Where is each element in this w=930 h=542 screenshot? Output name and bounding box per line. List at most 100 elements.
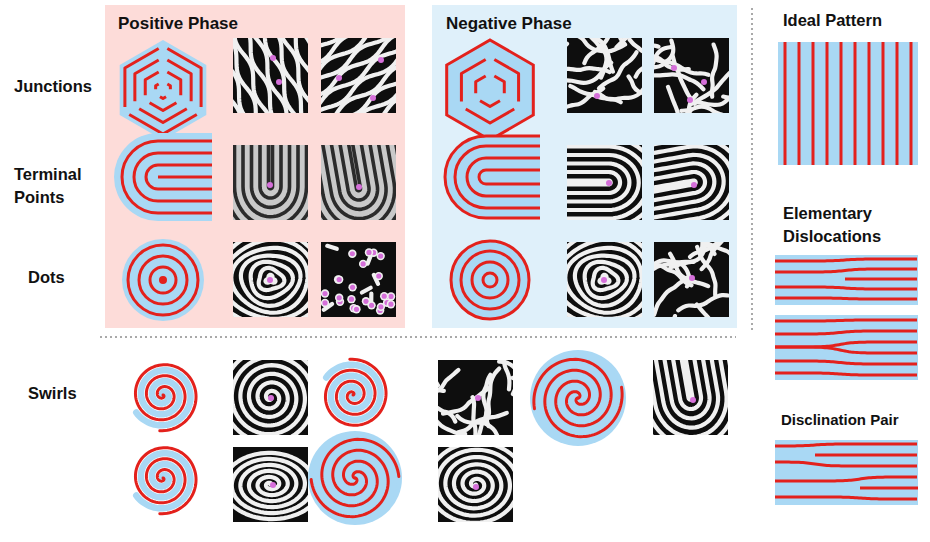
stripe	[567, 242, 642, 317]
stripe	[654, 47, 671, 89]
terminal-schematic	[445, 136, 540, 218]
stripe	[321, 145, 396, 220]
stripe-schematic	[775, 440, 918, 505]
stripe	[167, 72, 180, 95]
stripe	[653, 360, 728, 435]
stripe	[161, 278, 166, 283]
stripe	[653, 360, 718, 428]
stripe	[235, 145, 307, 220]
stripe	[494, 76, 504, 93]
defect-marker	[689, 275, 695, 281]
stripe	[233, 242, 308, 317]
stripe	[480, 101, 500, 107]
defect-marker	[701, 79, 707, 85]
swirl-arm	[135, 448, 196, 514]
stripe	[233, 453, 308, 519]
stripe	[260, 145, 281, 198]
stripe	[233, 145, 308, 220]
stripe	[868, 42, 871, 165]
stripe	[654, 155, 724, 220]
swirl-schematic	[530, 350, 626, 446]
stripe	[567, 63, 611, 83]
stripe	[567, 68, 610, 73]
defect-marker	[337, 295, 342, 300]
stripe	[513, 378, 514, 398]
separator-line	[100, 337, 736, 338]
stripe	[585, 262, 627, 298]
swirl-arm	[534, 359, 611, 425]
swirl-arm	[325, 359, 386, 425]
defect-marker	[322, 291, 327, 296]
swirl-schematic	[308, 431, 402, 525]
stripe-schematic	[775, 315, 918, 380]
dot-schematic	[451, 241, 529, 319]
micrograph	[654, 145, 729, 220]
stripe	[321, 145, 395, 220]
stripe	[483, 273, 497, 287]
stripe	[653, 360, 728, 435]
defect-marker	[475, 395, 481, 401]
row-label: Junctions	[14, 75, 104, 98]
stripe	[233, 248, 308, 313]
swirl-arm	[311, 450, 388, 516]
stripe	[600, 275, 610, 283]
panel-heading: Negative Phase	[446, 12, 572, 35]
stripe	[567, 155, 639, 210]
stripe	[467, 158, 540, 196]
blob	[380, 292, 388, 300]
stripe	[122, 141, 212, 213]
stripe	[723, 92, 729, 98]
stripe	[673, 55, 695, 103]
stripe	[331, 82, 396, 113]
stripe	[445, 136, 540, 218]
stripe	[266, 275, 276, 283]
stripe	[259, 268, 285, 290]
blob	[321, 299, 329, 307]
stripe	[654, 145, 729, 220]
stripe	[654, 302, 655, 317]
micrograph	[567, 145, 642, 220]
stripe	[466, 109, 514, 123]
stripe	[487, 368, 499, 419]
defect-marker	[361, 261, 366, 266]
defect-marker	[378, 304, 383, 309]
defect-marker	[691, 182, 697, 188]
ideal-pattern-schematic	[778, 42, 918, 165]
stripe	[233, 145, 308, 220]
stripe	[321, 69, 396, 113]
stripe	[567, 145, 642, 220]
dot-ground	[122, 239, 204, 321]
stripe	[654, 110, 691, 113]
defect-marker	[336, 75, 342, 81]
stripe	[630, 40, 642, 64]
phase-panel: Negative Phase	[432, 5, 737, 328]
stripe	[784, 42, 787, 165]
stripe	[860, 487, 918, 490]
stripe	[236, 38, 289, 113]
stripe	[134, 153, 212, 201]
micrograph	[321, 145, 396, 220]
stripe	[329, 71, 396, 113]
dot-schematic	[122, 239, 204, 321]
stripe	[654, 316, 675, 317]
stripe	[775, 444, 917, 446]
micrograph	[233, 38, 308, 113]
swirl-ground	[308, 431, 402, 525]
defect-marker	[594, 93, 600, 99]
stripe	[575, 256, 635, 306]
blob	[335, 275, 343, 283]
stripe	[775, 287, 917, 289]
stripe	[678, 295, 728, 310]
defect-marker	[337, 277, 342, 282]
stripe	[653, 360, 727, 435]
swirl-schematic	[135, 448, 196, 514]
stripe	[854, 42, 857, 165]
stripe-ground	[775, 255, 918, 305]
stripe-schematic	[775, 255, 918, 305]
defect-marker	[606, 180, 612, 186]
defect-marker	[270, 55, 276, 61]
stripe	[160, 97, 166, 99]
defect-marker	[690, 397, 696, 403]
stripe	[451, 241, 529, 319]
